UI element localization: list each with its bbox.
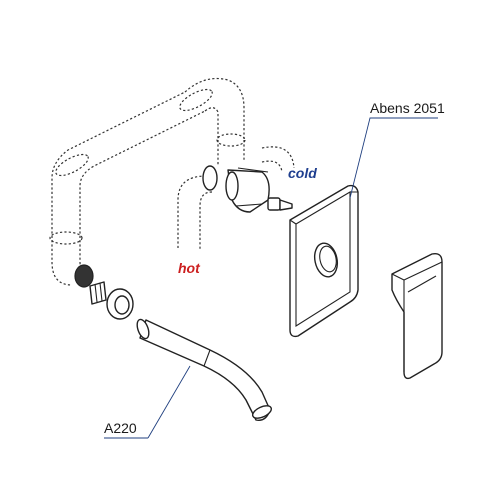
lever-handle-edges xyxy=(391,261,443,372)
panel-model-leader xyxy=(349,117,438,199)
spout-body xyxy=(139,319,271,421)
outlet-pipe-diagonal xyxy=(51,91,206,238)
outlet-nipple xyxy=(89,281,107,305)
outlet-pipe-joint-3 xyxy=(179,88,213,112)
outlet-pipe-vertical xyxy=(51,240,81,262)
outlet-pipe-drop xyxy=(217,140,245,165)
outlet-pipe-joint-2 xyxy=(55,153,89,177)
trim-plate-inner-edge xyxy=(295,191,351,327)
valve-spindle xyxy=(279,199,293,211)
spout-inlet xyxy=(136,318,150,340)
hot-label: hot xyxy=(178,260,201,276)
valve-housing-front xyxy=(225,171,239,201)
spout xyxy=(136,318,273,421)
valve-housing xyxy=(227,169,270,213)
cold-label: cold xyxy=(288,165,317,181)
spout-model-leader xyxy=(104,365,191,439)
outlet-thread xyxy=(74,264,94,288)
outlet-pipe-joint-4 xyxy=(216,133,246,147)
lever-handle xyxy=(391,252,443,380)
hot-supply-pipe xyxy=(177,175,213,250)
outlet-pipe-joint-1 xyxy=(49,231,83,245)
hot-inlet-thread xyxy=(202,165,218,191)
spout-model-label: A220 xyxy=(104,420,137,436)
panel-model-label: Abens 2051 xyxy=(370,100,445,116)
valve-stem xyxy=(267,197,281,211)
outlet-pipe-top-elbow xyxy=(184,77,245,140)
hidden-pipework xyxy=(49,77,295,286)
cold-supply-pipe xyxy=(261,146,295,173)
outlet-flange-bore xyxy=(114,295,130,315)
spout-aerator xyxy=(251,405,273,419)
mixer-valve-body xyxy=(202,165,293,213)
trim-plate xyxy=(289,184,359,338)
lever-handle-body xyxy=(391,252,443,380)
outlet-fitting xyxy=(74,264,134,320)
